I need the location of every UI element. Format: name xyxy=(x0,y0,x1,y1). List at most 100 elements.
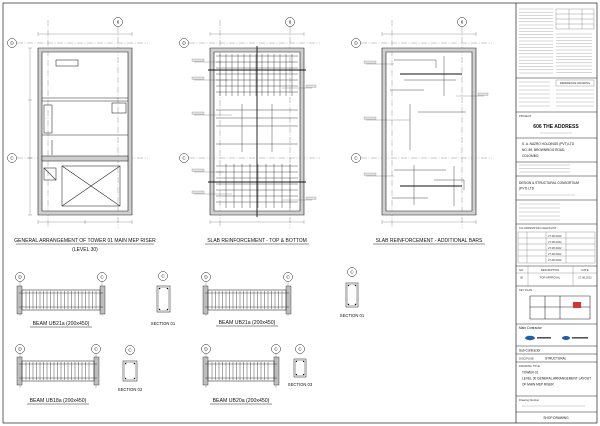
svg-text:C: C xyxy=(350,270,354,275)
svg-text:C: C xyxy=(354,156,358,161)
general-notes xyxy=(519,8,553,74)
drawing-status: SHOP DRAWING xyxy=(543,416,569,420)
title-block-dividers xyxy=(516,77,597,413)
checklist-date: 27.08.2022 xyxy=(548,258,562,262)
grid-bubble-d: D xyxy=(15,272,25,282)
svg-text:D: D xyxy=(18,347,22,352)
plan-title: GENERAL ARRANGEMENT OF TOWER 01 MAIN MEP… xyxy=(14,238,156,244)
contractor-logo-icon xyxy=(525,335,535,341)
key-plan-highlight xyxy=(573,302,581,308)
key-plan xyxy=(529,295,591,320)
main-bars xyxy=(208,46,306,217)
client-line-3: COLOMBO. xyxy=(522,154,539,158)
svg-text:C: C xyxy=(274,347,278,352)
slab-edge-walls xyxy=(381,47,477,216)
plan-general-arrangement: D C 6 GENERAL ARRANGEMENT OF TOWER 01 xyxy=(7,17,156,253)
plan-title: SLAB REINFORCEMENT - ADDITIONAL BARS xyxy=(376,238,483,244)
slab-edge-walls xyxy=(209,47,305,216)
svg-text:C: C xyxy=(182,156,186,161)
checklist-date: 27.08.2022 xyxy=(548,234,562,238)
grid-bubble-c: C xyxy=(158,271,168,281)
client-line-2: NO. 89, BROWNRIGG ROAD, xyxy=(522,148,565,152)
revision-description: FOR APPROVAL xyxy=(540,276,561,280)
beam-title: BEAM UB20a (200x450) xyxy=(213,398,270,404)
beam-ub18a-elevation: D C BEAM UB18a (200x450) xyxy=(15,344,101,405)
project-label: PROJECT xyxy=(519,114,532,118)
beam-section-01-a: C SECTION 01 xyxy=(151,271,176,326)
svg-text:D: D xyxy=(182,41,186,46)
drawing-title-line-3: OF MAIN MEP RISER xyxy=(522,383,554,387)
rebar-callouts xyxy=(191,58,317,201)
beam-title: BEAM UB18a (200x450) xyxy=(30,398,87,404)
svg-text:C: C xyxy=(94,347,98,352)
svg-text:D: D xyxy=(10,41,14,46)
title-block: REFERENCE DRAWING PROJECT 606 THE ADDRES… xyxy=(516,8,597,420)
grid-bubble-d: D xyxy=(351,38,361,48)
beam-ub20a-elevation: D C BEAM UB20a (200x450) xyxy=(201,344,281,405)
key-plan-label: KEY PLAN xyxy=(519,288,532,292)
grid-bubble-d: D xyxy=(201,344,211,354)
grid-bubble-c: C xyxy=(351,153,361,163)
revision-header-date: DATE xyxy=(582,268,589,272)
beam-title: BEAM UB21a (200x450) xyxy=(33,321,90,327)
additional-main-bars xyxy=(400,73,462,187)
grid-bubble-d: D xyxy=(201,272,211,282)
project-name: 606 THE ADDRESS xyxy=(533,124,579,130)
rebar-callouts xyxy=(363,60,489,177)
grid-bubble-d: D xyxy=(7,38,17,48)
section-title: SECTION 01 xyxy=(340,313,365,318)
grid-bubble-c: C xyxy=(283,272,293,282)
sub-contractor-label: Sub Contractor xyxy=(519,349,541,353)
engineer-line-1: DESIGN & STRUCTURAL CONSORTIUM xyxy=(519,181,579,185)
consultant-lines xyxy=(519,203,560,221)
client-line-1: S. A. NAZRO HOLDINGS (PVT) LTD xyxy=(522,142,575,146)
grid-bubble-c: C xyxy=(97,272,107,282)
grid-bubble-d: D xyxy=(179,38,189,48)
svg-text:C: C xyxy=(128,348,132,353)
discipline-value: STRUCTURAL xyxy=(545,357,567,361)
svg-text:6: 6 xyxy=(117,20,120,25)
checklist-date: 27.08.2022 xyxy=(548,246,562,250)
svg-text:D: D xyxy=(204,275,208,280)
svg-text:D: D xyxy=(204,347,208,352)
plan-slab-reinforcement-top-bottom: D C 6 SLAB REINFO xyxy=(179,17,320,245)
drawing-title-label: DRAWING TITLE xyxy=(519,364,540,368)
svg-text:C: C xyxy=(100,275,104,280)
riser-layout xyxy=(41,59,129,207)
main-contractor-logos xyxy=(525,335,588,341)
grid-bubble-6: 6 xyxy=(285,17,295,27)
beam-section-02: C SECTION 02 xyxy=(118,345,143,392)
plan-subtitle: (LEVEL 30) xyxy=(72,247,98,253)
revision-table xyxy=(516,266,597,286)
reference-drawing-label: REFERENCE DRAWING xyxy=(560,81,590,85)
reference-drawing-lines xyxy=(519,81,594,107)
grid-bubble-d: D xyxy=(15,344,25,354)
notes-table xyxy=(555,8,595,30)
revision-header-no: NO. xyxy=(519,268,524,272)
beam-ub21a-elevation-1: D C BEAM UB21a (200x450) xyxy=(15,272,107,328)
dimension-lines xyxy=(28,32,133,224)
section-title: SECTION 03 xyxy=(288,382,313,387)
beam-section-03: C SECTION 03 xyxy=(288,344,313,387)
plan-slab-reinforcement-additional-bars: D C 6 SLAB REINFORCEMENT - ADDITIONAL BA… xyxy=(351,17,492,245)
grid-bubble-c: C xyxy=(271,344,281,354)
section-title: SECTION 02 xyxy=(118,387,143,392)
architect-lines xyxy=(519,164,570,173)
beam-ub21a-elevation-2: D C BEAM UB21a (200x450) xyxy=(201,272,293,327)
svg-text:C: C xyxy=(10,156,14,161)
checklist-table xyxy=(517,231,596,264)
discipline-label: DISCIPLINE xyxy=(519,357,534,361)
beam-title: BEAM UB21a (200x450) xyxy=(219,320,276,326)
grid-bubble-c: C xyxy=(295,344,305,354)
drawing-number-label: Drawing Number xyxy=(519,398,539,402)
engineer-line-2: (PVT) LTD xyxy=(519,187,535,191)
plan-title: SLAB REINFORCEMENT - TOP & BOTTOM xyxy=(207,238,307,244)
grid-bubble-6: 6 xyxy=(113,17,123,27)
svg-text:C: C xyxy=(298,347,302,352)
contractor-logo-icon xyxy=(562,336,570,340)
beam-section-01-b: C SECTION 01 xyxy=(340,267,365,318)
section-title: SECTION 01 xyxy=(151,321,176,326)
grid-bubble-c: C xyxy=(125,345,135,355)
